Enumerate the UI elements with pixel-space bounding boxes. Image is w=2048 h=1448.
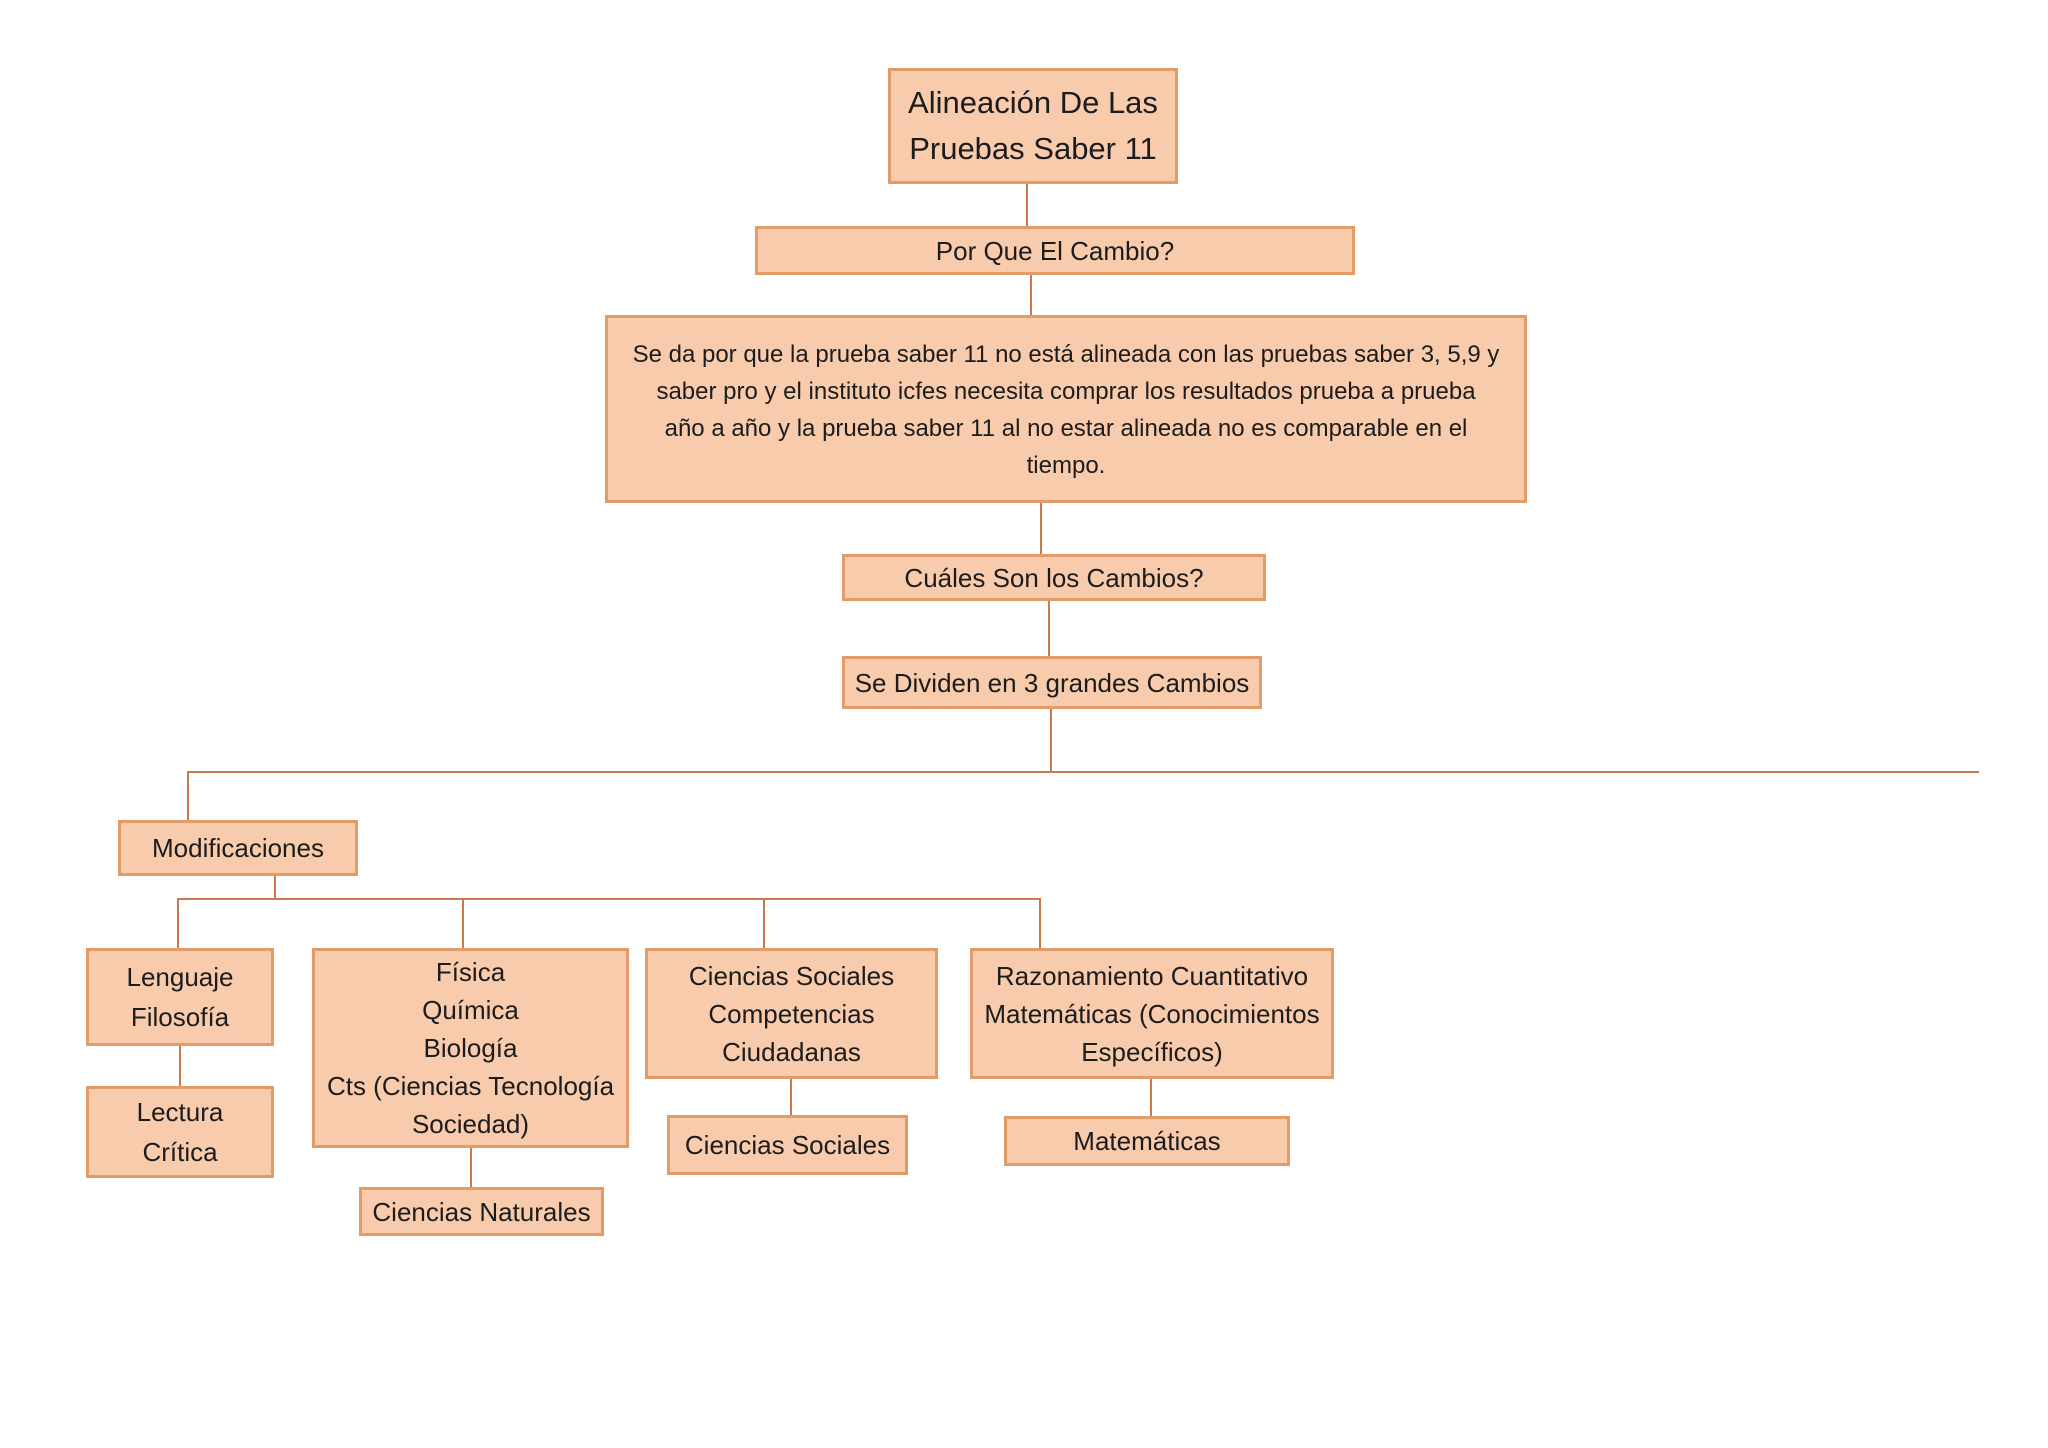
node-social-sciences-group-label: Ciencias Sociales Competencias Ciudadana… xyxy=(688,960,895,1067)
node-why-answer[interactable]: Se da por que la prueba saber 11 no está… xyxy=(605,315,1527,503)
node-mathematics[interactable]: Matemáticas xyxy=(1004,1116,1290,1166)
node-social-sciences-group[interactable]: Ciencias Sociales Competencias Ciudadana… xyxy=(645,948,938,1079)
connector-which-to-three xyxy=(1048,601,1050,656)
node-mathematics-label: Matemáticas xyxy=(1073,1126,1221,1156)
node-language-philosophy[interactable]: Lenguaje Filosofía xyxy=(86,948,274,1046)
connector-branch-language xyxy=(177,898,179,948)
node-natural-sciences-label: Ciencias Naturales xyxy=(372,1196,591,1227)
node-critical-reading[interactable]: Lectura Crítica xyxy=(86,1086,274,1178)
connector-title-to-why xyxy=(1026,184,1028,226)
connector-why-to-answer xyxy=(1030,275,1032,315)
node-language-philosophy-label: Lenguaje Filosofía xyxy=(126,962,234,1032)
connector-trunk-to-modifications xyxy=(187,771,189,820)
node-title[interactable]: Alineación De Las Pruebas Saber 11 xyxy=(888,68,1178,184)
node-which-changes-label: Cuáles Son los Cambios? xyxy=(904,562,1204,593)
connector-branch-natural xyxy=(462,898,464,948)
node-quantitative-group[interactable]: Razonamiento Cuantitativo Matemáticas (C… xyxy=(970,948,1334,1079)
node-social-sciences[interactable]: Ciencias Sociales xyxy=(667,1115,908,1175)
node-natural-sciences-group-label: Física Química Biología Cts (Ciencias Te… xyxy=(326,957,615,1139)
node-critical-reading-label: Lectura Crítica xyxy=(136,1097,224,1167)
connector-social-to-child xyxy=(790,1079,792,1115)
connector-branch-social xyxy=(763,898,765,948)
connector-language-to-reading xyxy=(179,1046,181,1086)
node-three-changes-label: Se Dividen en 3 grandes Cambios xyxy=(854,667,1250,698)
connector-trunk-level2 xyxy=(177,898,1040,900)
node-why-answer-label: Se da por que la prueba saber 11 no está… xyxy=(632,341,1500,479)
connector-branch-quantitative xyxy=(1039,898,1041,948)
connector-quantitative-to-child xyxy=(1150,1079,1152,1116)
node-natural-sciences[interactable]: Ciencias Naturales xyxy=(359,1187,604,1236)
connector-modifications-to-branch xyxy=(274,876,276,899)
node-modifications-label: Modificaciones xyxy=(152,833,324,863)
connector-trunk-level1 xyxy=(188,771,1979,773)
node-title-label: Alineación De Las Pruebas Saber 11 xyxy=(908,85,1158,166)
connector-three-to-trunk xyxy=(1050,709,1052,772)
node-why-question-label: Por Que El Cambio? xyxy=(935,235,1175,266)
connector-answer-to-which xyxy=(1040,503,1042,554)
node-modifications[interactable]: Modificaciones xyxy=(118,820,358,876)
node-social-sciences-label: Ciencias Sociales xyxy=(684,1130,891,1160)
node-why-question[interactable]: Por Que El Cambio? xyxy=(755,226,1355,275)
connector-natural-to-child xyxy=(470,1148,472,1187)
node-three-changes[interactable]: Se Dividen en 3 grandes Cambios xyxy=(842,656,1262,709)
node-which-changes[interactable]: Cuáles Son los Cambios? xyxy=(842,554,1266,601)
node-natural-sciences-group[interactable]: Física Química Biología Cts (Ciencias Te… xyxy=(312,948,629,1148)
node-quantitative-group-label: Razonamiento Cuantitativo Matemáticas (C… xyxy=(984,960,1320,1067)
